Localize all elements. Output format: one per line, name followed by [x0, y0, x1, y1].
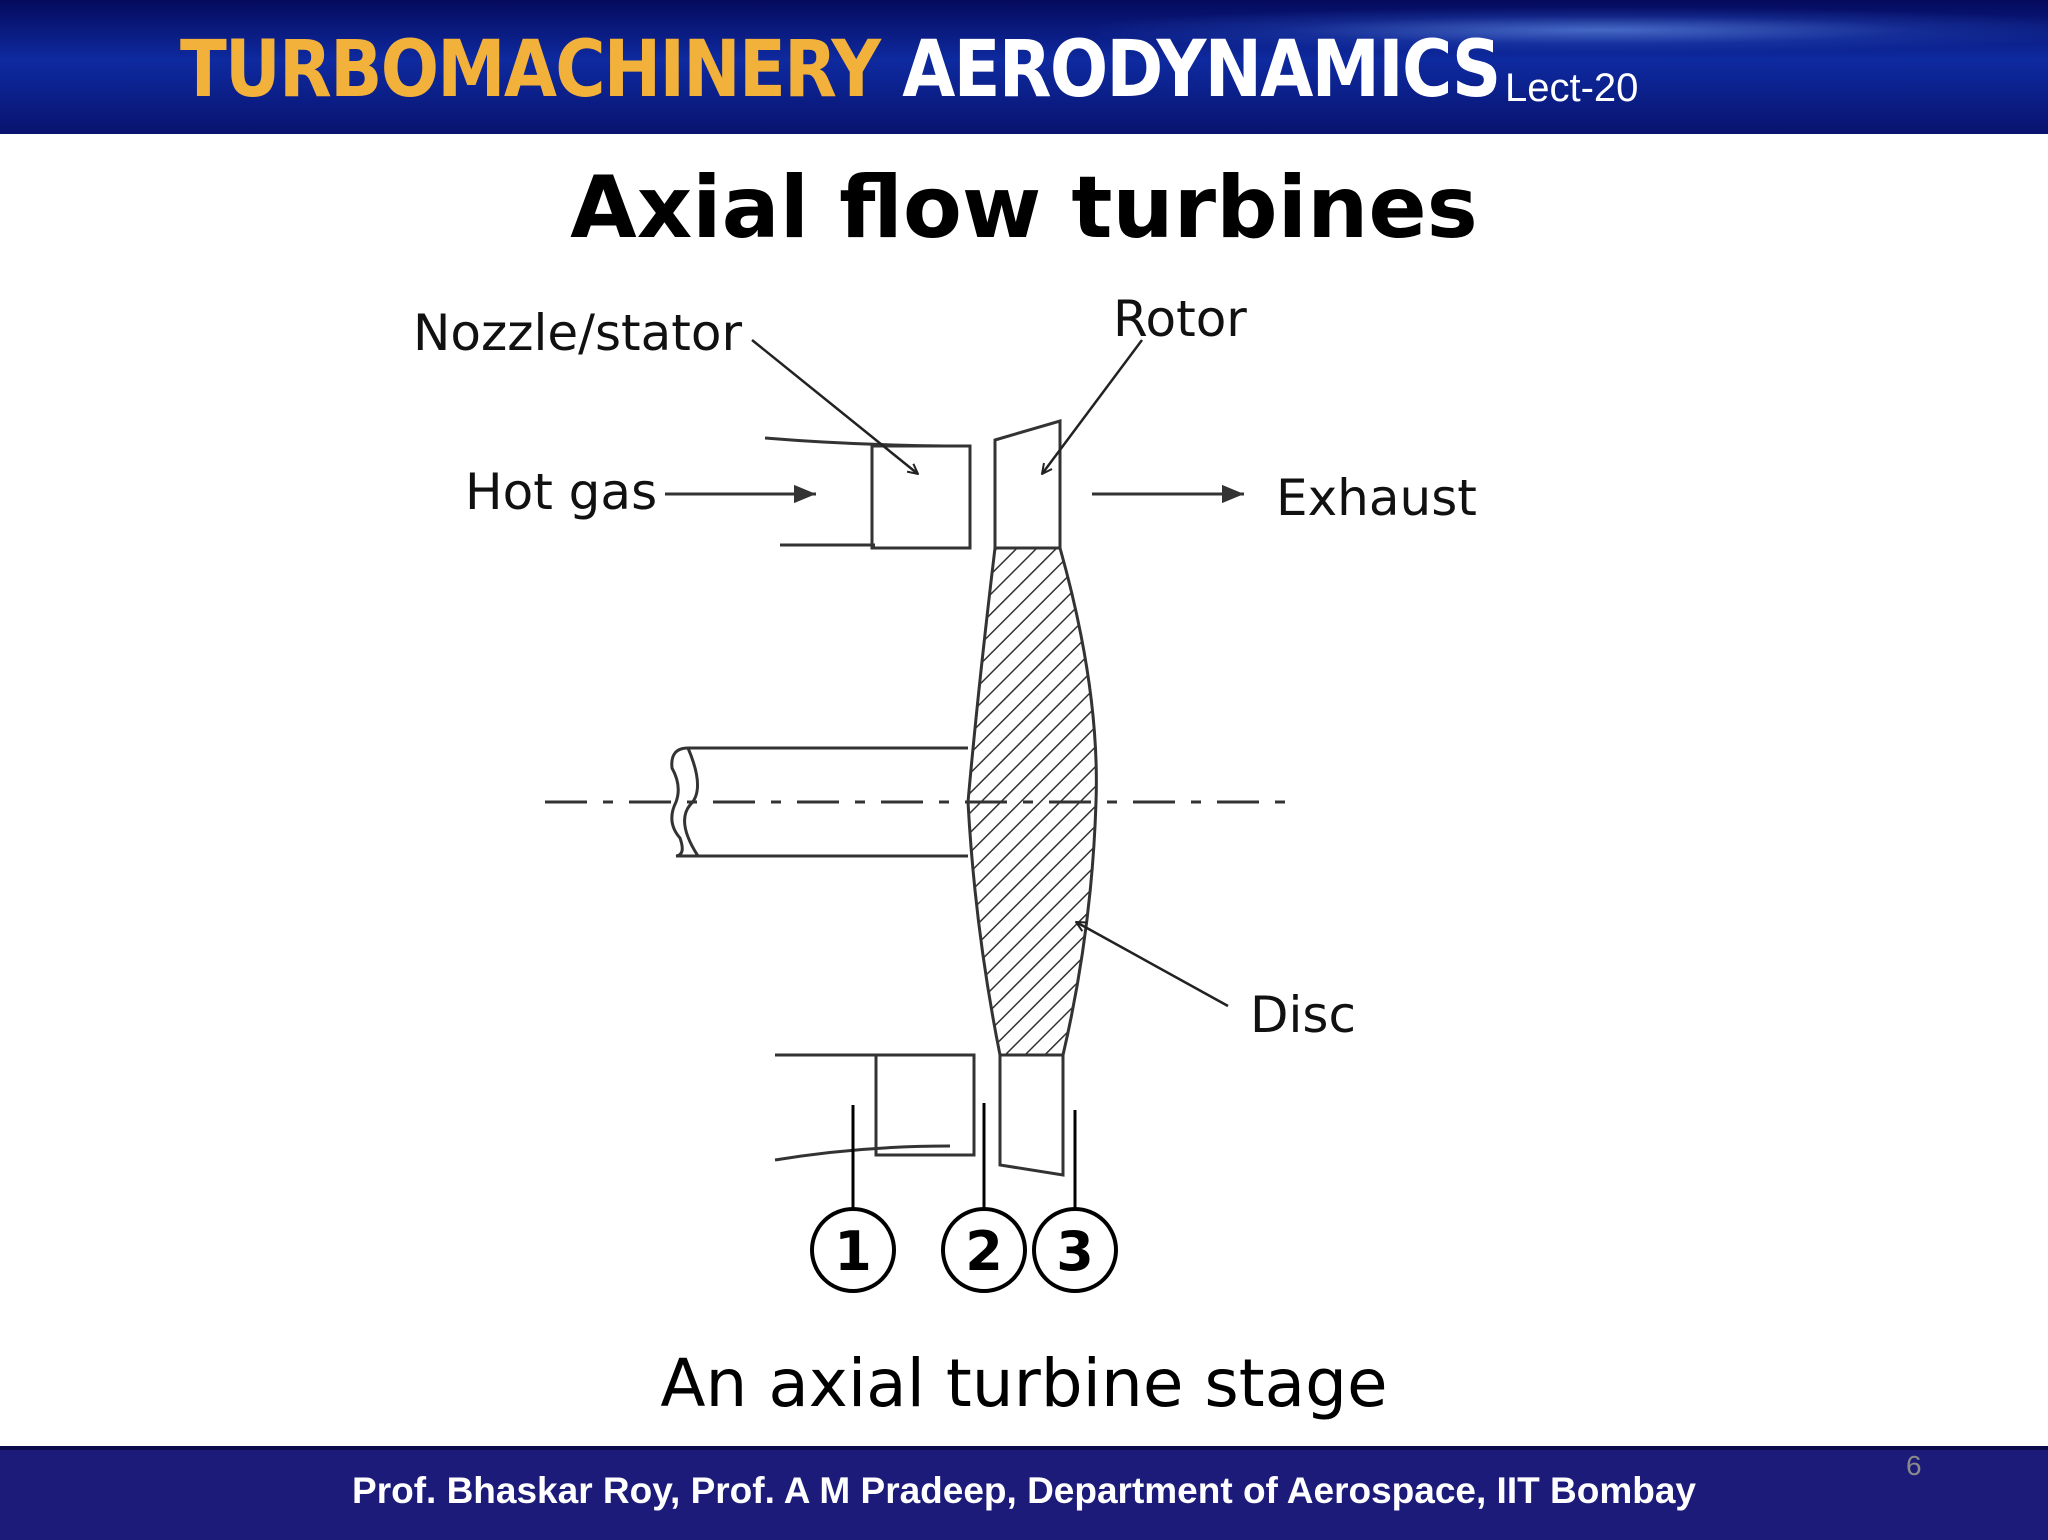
outer-casing-bottom — [774, 1144, 951, 1162]
diagram-caption: An axial turbine stage — [660, 1345, 1388, 1422]
station-2-circle — [941, 1207, 1027, 1293]
station-1-circle — [810, 1207, 896, 1293]
shaft-break — [683, 747, 700, 857]
banner-word-turbomachinery: TURBOMACHINERY — [180, 25, 881, 115]
banner-word-aerodynamics: AERODYNAMICS — [902, 25, 1501, 115]
header-light-streak — [1100, 8, 2048, 52]
label-hot-gas: Hot gas — [465, 463, 657, 521]
station-1-number: 1 — [834, 1220, 872, 1283]
slide-footer: Prof. Bhaskar Roy, Prof. A M Pradeep, De… — [0, 1446, 2048, 1540]
label-nozzle-stator: Nozzle/stator — [413, 304, 742, 362]
station-3-circle — [1032, 1207, 1118, 1293]
disc-leader-arrow — [1076, 920, 1229, 1008]
rotor-blade-bottom — [998, 1053, 1065, 1177]
rotor-leader-arrow — [1042, 339, 1144, 474]
page-number: 6 — [1906, 1450, 1922, 1481]
rotor-blade-top — [993, 418, 1062, 550]
label-exhaust: Exhaust — [1276, 469, 1477, 527]
nozzle-blade-top — [870, 444, 972, 550]
axial-turbine-stage-diagram: Nozzle/stator Rotor Hot gas Exhaust Disc… — [413, 290, 1477, 1293]
station-3-number: 3 — [1056, 1220, 1094, 1283]
lecture-number: Lect-20 — [1505, 66, 1639, 110]
footer-authors: Prof. Bhaskar Roy, Prof. A M Pradeep, De… — [352, 1470, 1696, 1511]
nozzle-blade-bottom — [874, 1053, 976, 1157]
label-disc: Disc — [1250, 986, 1356, 1044]
station-2-number: 2 — [965, 1220, 1003, 1283]
slide-title: Axial flow turbines — [570, 158, 1478, 258]
label-rotor: Rotor — [1113, 290, 1247, 348]
nozzle-leader-arrow — [751, 339, 918, 474]
